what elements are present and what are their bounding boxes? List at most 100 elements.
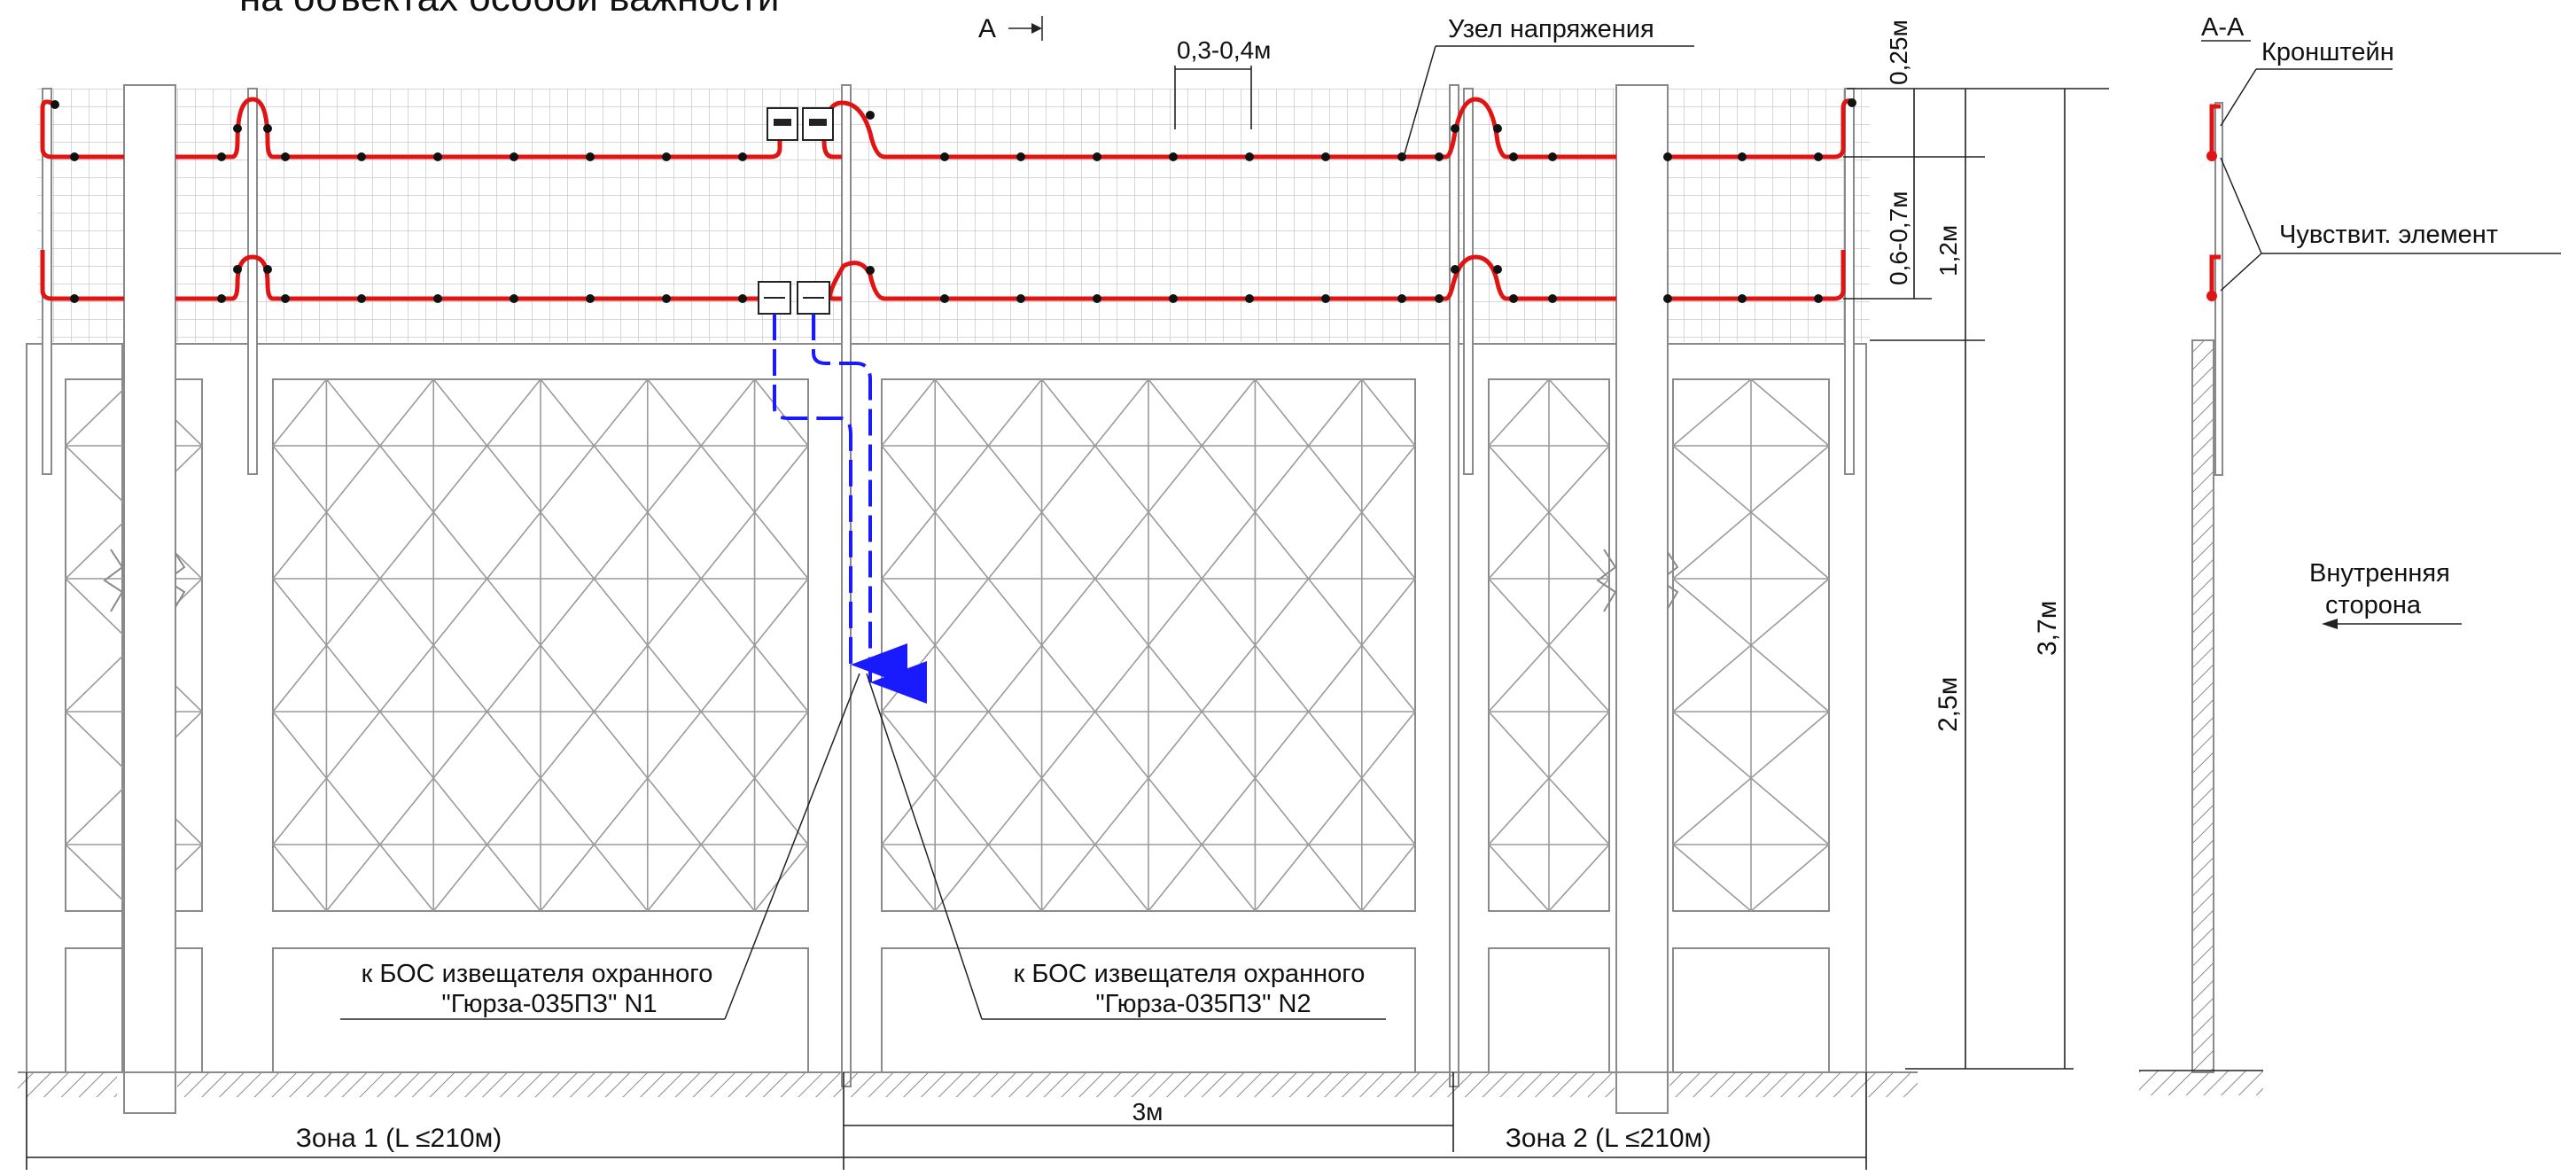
wire-fixing-point [263, 124, 272, 133]
wire-fixing-point [1509, 294, 1518, 303]
relief-diamond [880, 643, 990, 780]
wire-fixing-point [1814, 294, 1823, 303]
relief-diamond [271, 776, 381, 913]
wire-fixing-point [1814, 152, 1823, 161]
svg-text:к БОС извещателя охранного: к БОС извещателя охранного [1014, 960, 1366, 988]
wire-fixing-point [1169, 152, 1178, 161]
panel-relief-pattern [64, 378, 1831, 913]
wire-fixing-point [233, 265, 242, 274]
wire-fixing-point [1451, 265, 1459, 274]
wire-fixing-point [1493, 265, 1502, 274]
post-spacing-label: 3м [1132, 1098, 1163, 1125]
spacing-dimension: 0,3-0,4м [1174, 36, 1271, 129]
wire-fixing-point [70, 152, 79, 161]
svg-text:Внутренняя: Внутренняя [2309, 559, 2450, 588]
wire-fixing-point [1738, 152, 1747, 161]
wire-fixing-point [1548, 294, 1557, 303]
wire-fixing-point [1451, 124, 1459, 133]
svg-text:3,7м: 3,7м [2033, 601, 2062, 656]
signal-cables [773, 314, 927, 704]
callout-leaders [340, 673, 1386, 1020]
wire-fixing-point [433, 294, 442, 303]
relief-diamond [1093, 378, 1203, 514]
relief-diamond [593, 776, 703, 913]
wire-fixing-point [217, 152, 226, 161]
relief-diamond [700, 378, 810, 514]
wire-fixing-point [70, 294, 79, 303]
relief-diamond [1201, 510, 1310, 647]
relief-diamond [700, 643, 810, 780]
wire-fixing-point [940, 152, 949, 161]
relief-diamond [1671, 510, 1831, 647]
relief-diamond [378, 378, 488, 514]
wire-fixing-point [662, 152, 671, 161]
svg-text:1,2м: 1,2м [1934, 225, 1962, 276]
relief-diamond [1487, 378, 1611, 514]
svg-text:0,6-0,7м: 0,6-0,7м [1885, 191, 1912, 285]
height-dimensions: 0,25м 0,6-0,7м 1,2м 2,5м 3,7м [1843, 19, 2109, 1070]
wire-fixing-point [586, 152, 595, 161]
relief-diamond [1671, 378, 1831, 514]
svg-text:А: А [978, 14, 996, 43]
wire-fixing-point [510, 152, 518, 161]
relief-diamond [1671, 776, 1831, 913]
zone-1-label: Зона 1 (L ≤210м) [296, 1124, 502, 1153]
relief-diamond [1487, 643, 1611, 780]
wire-fixing-point [738, 294, 747, 303]
relief-diamond [880, 776, 990, 913]
break-marks [103, 549, 1679, 612]
relief-diamond [1307, 378, 1417, 514]
wire-fixing-point [940, 294, 949, 303]
relief-diamond [1307, 776, 1417, 913]
relief-diamond [378, 510, 488, 647]
wire-fixing-point [1848, 98, 1856, 107]
zone-2-label: Зона 2 (L ≤210м) [1506, 1124, 1711, 1153]
relief-diamond [880, 378, 990, 514]
wire-fixing-point [281, 152, 290, 161]
relief-diamond [378, 643, 488, 780]
relief-diamond [1307, 643, 1417, 780]
relief-diamond [880, 510, 990, 647]
wire-fixing-point [1321, 152, 1330, 161]
wire-fixing-point [1397, 294, 1406, 303]
relief-diamond [271, 510, 381, 647]
wire-fixing-point [1509, 152, 1518, 161]
relief-diamond [987, 776, 1096, 913]
relief-diamond [593, 510, 703, 647]
svg-text:к БОС извещателя охранного: к БОС извещателя охранного [362, 960, 713, 988]
wire-fixing-point [586, 294, 595, 303]
relief-diamond [593, 378, 703, 514]
relief-diamond [1093, 776, 1203, 913]
ground-line [18, 1071, 1918, 1097]
wire-fixing-point [1245, 152, 1254, 161]
relief-diamond [987, 643, 1096, 780]
relief-diamond [486, 776, 595, 913]
wire-fixing-point [1435, 294, 1444, 303]
relief-diamond [1307, 510, 1417, 647]
fence-posts [42, 84, 1855, 1114]
wire-fixing-point [1435, 152, 1444, 161]
relief-diamond [1487, 776, 1611, 913]
wire-fixing-point [510, 294, 518, 303]
wire-fixing-point [357, 152, 366, 161]
wire-fixing-point [1169, 294, 1178, 303]
relief-diamond [486, 510, 595, 647]
wire-fixing-point [1663, 294, 1672, 303]
svg-text:"Гюрза-035ПЗ" N1: "Гюрза-035ПЗ" N1 [441, 990, 657, 1018]
relief-diamond [1201, 378, 1310, 514]
wire-fixing-point [281, 294, 290, 303]
junction-boxes [758, 107, 834, 315]
wire-fixing-point [51, 100, 59, 109]
relief-diamond [987, 510, 1096, 647]
wire-fixing-point [662, 294, 671, 303]
relief-diamond [700, 776, 810, 913]
wire-fixing-point [866, 111, 875, 120]
section-view: А-А Кронштейн Чувствит. элемент Внутренн… [2139, 13, 2561, 1095]
wire-fixing-point [1321, 294, 1330, 303]
wire-fixing-point [1245, 294, 1254, 303]
relief-diamond [1487, 510, 1611, 647]
relief-diamond [271, 378, 381, 514]
svg-text:Чувствит. элемент: Чувствит. элемент [2279, 221, 2498, 249]
wire-fixing-point [738, 152, 747, 161]
